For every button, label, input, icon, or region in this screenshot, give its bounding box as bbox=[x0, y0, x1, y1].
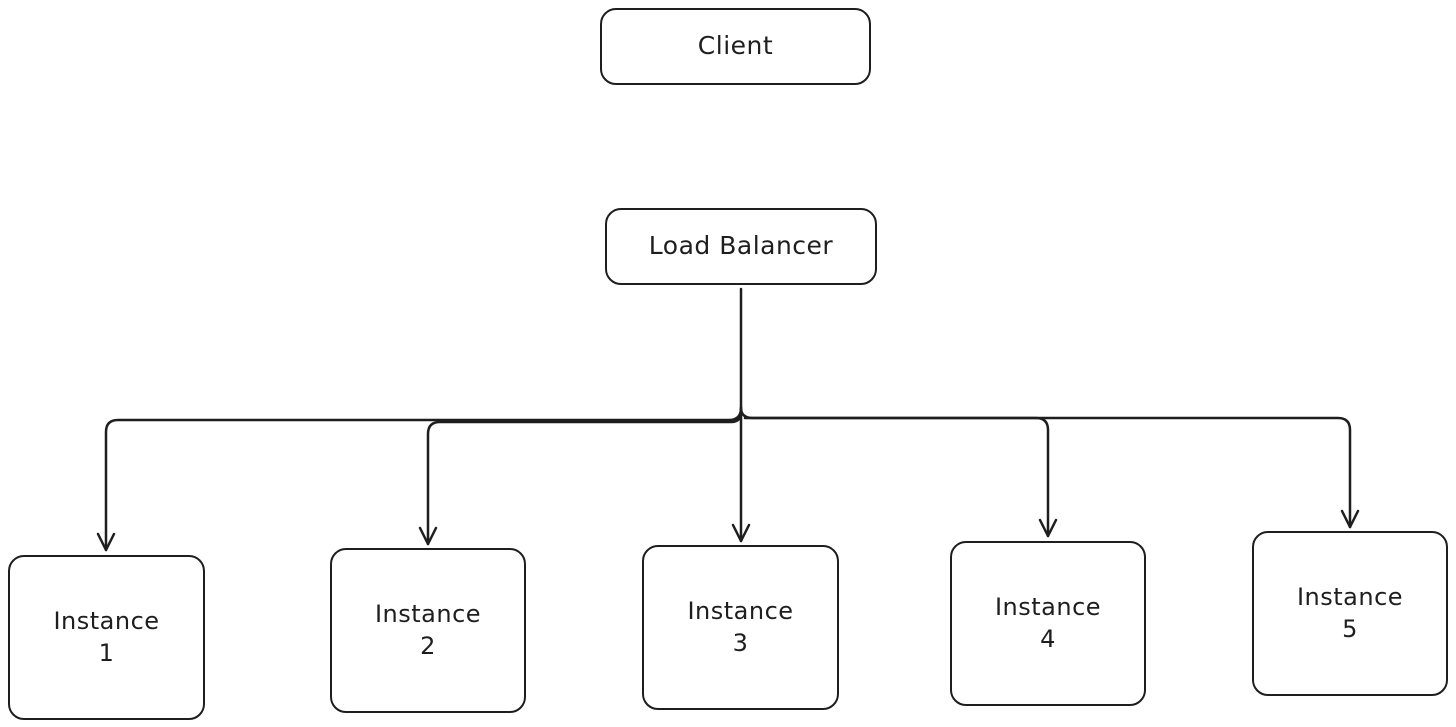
arrowhead-instance-5 bbox=[1340, 509, 1360, 529]
arrowhead-instance-3 bbox=[731, 523, 751, 543]
client-label: Client bbox=[697, 31, 774, 61]
instance-2-label-line1: Instance bbox=[374, 600, 482, 629]
instance-4-node: Instance 4 bbox=[950, 541, 1146, 706]
instance-4-label-line2: 4 bbox=[1040, 624, 1056, 653]
instance-1-label-line2: 1 bbox=[98, 638, 115, 667]
instance-5-label-line1: Instance bbox=[1296, 583, 1404, 612]
connector-lb-to-instance-4 bbox=[739, 406, 1050, 538]
arrowhead-instance-2 bbox=[418, 526, 438, 546]
client-node: Client bbox=[600, 8, 871, 85]
arrowhead-instance-4 bbox=[1038, 518, 1058, 538]
instance-3-label-line2: 3 bbox=[732, 628, 749, 657]
connector-lb-to-instance-5 bbox=[743, 416, 1352, 529]
instance-1-label-line1: Instance bbox=[53, 607, 160, 636]
instance-4-label-line1: Instance bbox=[994, 593, 1102, 622]
connector-lb-to-instance-2 bbox=[426, 410, 743, 546]
instance-5-label-line2: 5 bbox=[1342, 614, 1358, 643]
load-balancer-label: Load Balancer bbox=[648, 231, 834, 261]
instance-1-node: Instance 1 bbox=[8, 555, 205, 720]
instance-2-label-line2: 2 bbox=[420, 631, 436, 660]
instance-3-node: Instance 3 bbox=[642, 545, 839, 710]
instance-3-label-line1: Instance bbox=[687, 597, 794, 626]
connector-lb-to-instance-1 bbox=[104, 406, 743, 552]
instance-2-node: Instance 2 bbox=[330, 548, 526, 713]
load-balancer-node: Load Balancer bbox=[605, 208, 877, 285]
arrowhead-instance-1 bbox=[96, 532, 116, 552]
instance-5-node: Instance 5 bbox=[1252, 531, 1448, 696]
